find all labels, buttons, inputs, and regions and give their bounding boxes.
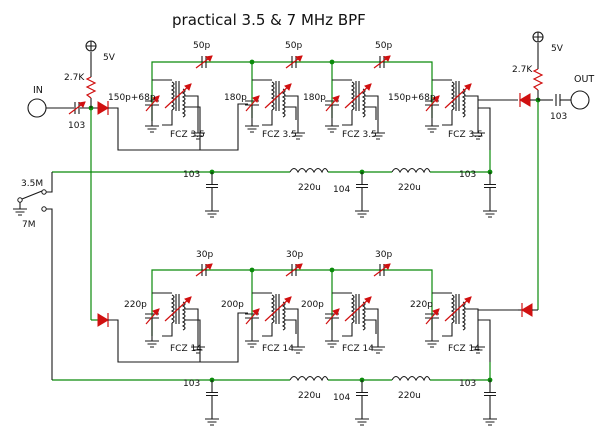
supply-label: 5V — [551, 44, 564, 54]
bypass-cap-label: 103 — [183, 379, 200, 389]
fcz-coil-2 — [265, 81, 291, 117]
input-diode-14 — [97, 313, 109, 327]
band-14-filter: 30p 30p 30p 220p 200p 200p 220p FCZ 14 F… — [124, 250, 518, 363]
band-switch[interactable]: 3.5M 7M — [12, 172, 53, 380]
inductor-label: 220u — [298, 391, 321, 401]
output-diode-14 — [521, 303, 533, 317]
coil-label: FCZ 14 — [448, 344, 480, 354]
inductor-label: 220u — [298, 183, 321, 193]
fcz-coil-2 — [265, 294, 291, 330]
tune-cap-label: 220p — [124, 300, 147, 310]
bypass-cap-label: 103 — [183, 170, 200, 180]
bypass-cap-label: 103 — [459, 170, 476, 180]
inductor-label: 220u — [398, 183, 421, 193]
coil-label: FCZ 3.5 — [448, 130, 483, 140]
inductor-label: 220u — [398, 391, 421, 401]
output-label: OUT — [574, 74, 594, 85]
coupling-cap-label: 103 — [68, 121, 85, 131]
switch-label-35: 3.5M — [21, 179, 43, 189]
series-cap-label: 30p — [375, 250, 392, 260]
fcz-coil-4 — [445, 81, 471, 117]
tune-cap-label: 220p — [410, 300, 433, 310]
mid-cap-label: 104 — [333, 393, 350, 403]
output-stage: OUT 103 5V 2.7K — [500, 31, 594, 317]
coupling-cap-label: 103 — [550, 112, 567, 122]
coil-label: FCZ 3.5 — [342, 130, 377, 140]
mid-cap-label: 104 — [333, 185, 350, 195]
tune-cap-label: 150p+68p — [388, 93, 436, 103]
tune-cap-label: 200p — [301, 300, 324, 310]
fcz-coil-1 — [165, 294, 191, 330]
band-14-lowpass: 103 104 103 220u 220u — [52, 319, 498, 426]
tune-cap-label: 200p — [221, 300, 244, 310]
supply-label: 5V — [103, 53, 116, 63]
fcz-coil-3 — [345, 81, 371, 117]
band-35-lowpass: 103 104 103 220u 220u — [52, 107, 498, 218]
coil-label: FCZ 3.5 — [170, 130, 205, 140]
title: practical 3.5 & 7 MHz BPF — [172, 11, 366, 29]
input-connector — [27, 98, 47, 118]
input-stage: IN 103 5V 2.7K — [27, 40, 200, 363]
input-label: IN — [33, 85, 43, 96]
tune-cap-label: 180p — [224, 93, 247, 103]
series-cap-label: 50p — [193, 41, 210, 51]
series-cap-label: 30p — [196, 250, 213, 260]
tune-cap-label: 180p — [303, 93, 326, 103]
tune-cap-label: 150p+68p — [108, 93, 156, 103]
input-diode-35 — [97, 101, 109, 115]
coil-label: FCZ 14 — [342, 344, 374, 354]
band-35-filter: 50p 50p 50p 150p+68p 180p 180p 150p+68p … — [108, 41, 518, 151]
bias-resistor-label: 2.7K — [512, 65, 533, 75]
series-cap-label: 30p — [286, 250, 303, 260]
fcz-coil-1 — [165, 81, 191, 117]
series-cap-label: 50p — [285, 41, 302, 51]
bypass-cap-label: 103 — [459, 379, 476, 389]
bias-resistor-label: 2.7K — [64, 73, 85, 83]
fcz-coil-4 — [445, 294, 471, 330]
switch-label-7: 7M — [22, 220, 36, 230]
output-connector — [570, 90, 590, 110]
coil-label: FCZ 3.5 — [262, 130, 297, 140]
coil-label: FCZ 14 — [262, 344, 294, 354]
series-cap-label: 50p — [375, 41, 392, 51]
fcz-coil-3 — [345, 294, 371, 330]
output-diode-35 — [519, 93, 531, 107]
coil-label: FCZ 14 — [170, 344, 202, 354]
